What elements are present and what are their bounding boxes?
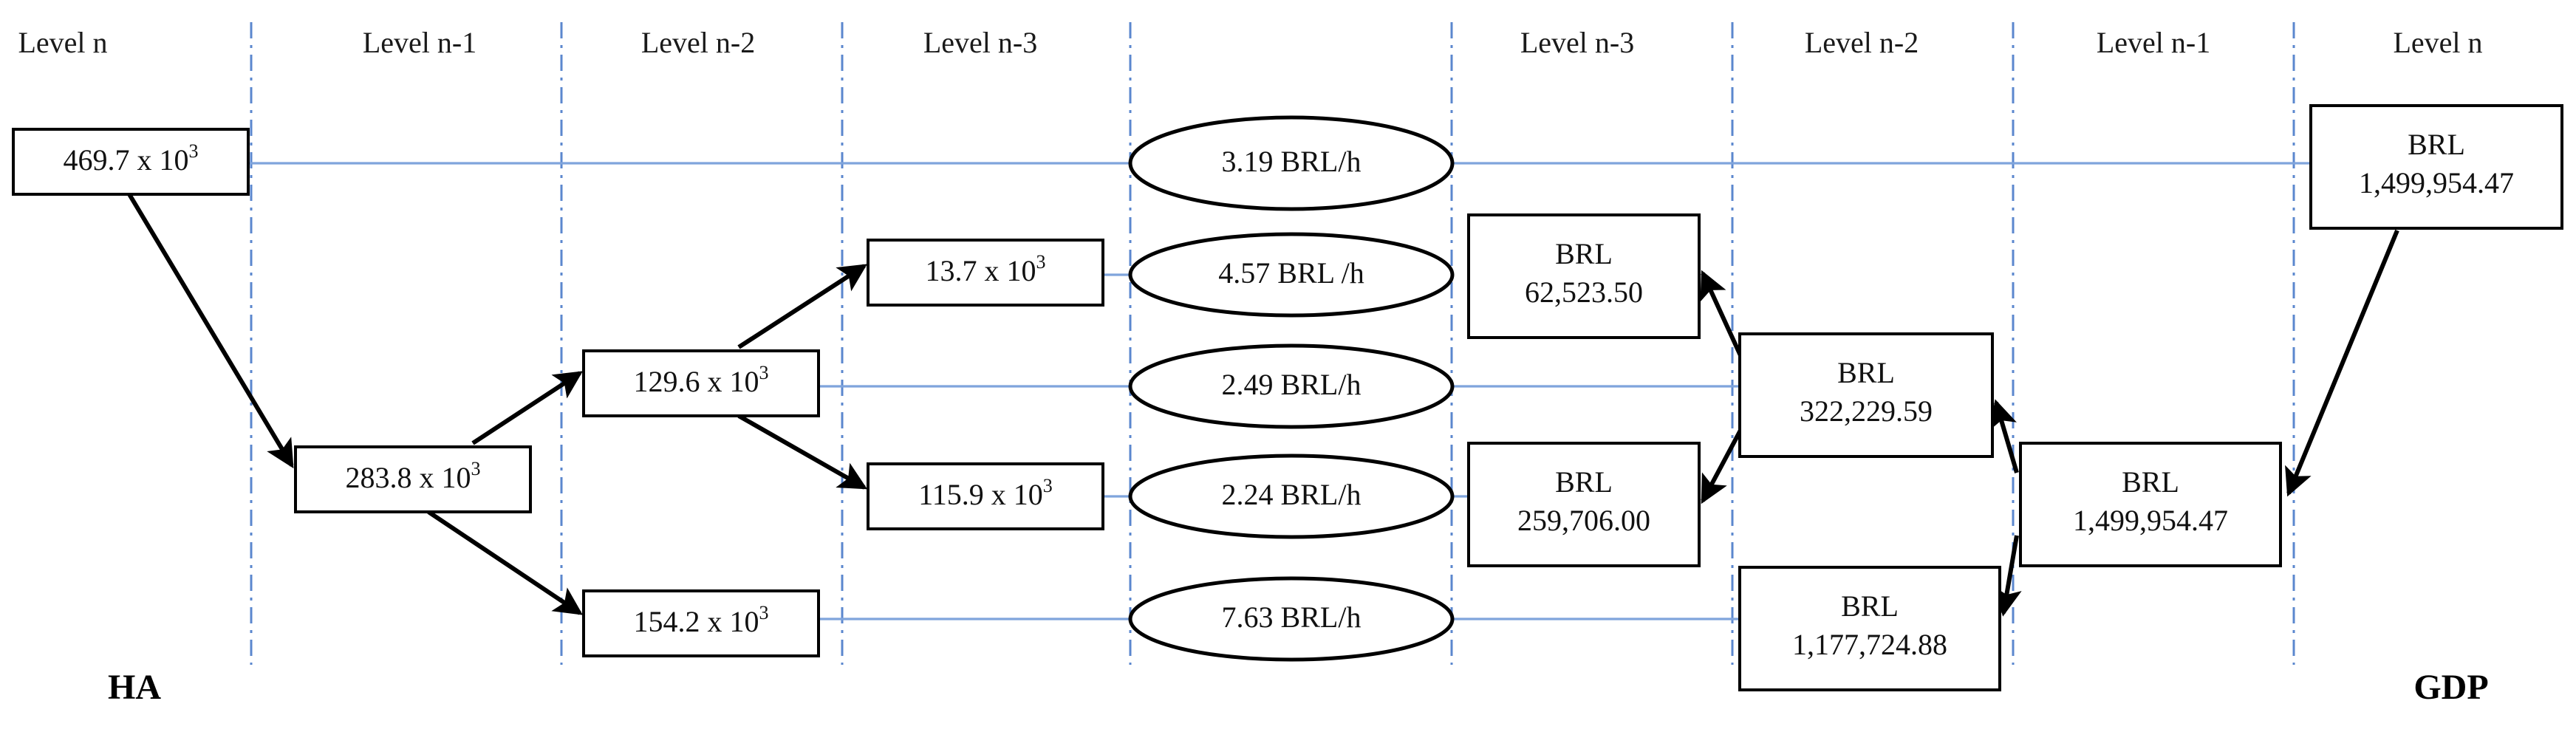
- amount-label-brl-level-n3-b: 259,706.00: [1517, 504, 1650, 537]
- ellipse-shape-rate-1: [1128, 115, 1455, 211]
- rate-label-rate-1: 3.19 BRL/h: [1222, 145, 1362, 178]
- node-box-ha-level-n1: [294, 445, 532, 513]
- amount-label-brl-level-n3-a: 62,523.50: [1525, 276, 1643, 309]
- node-exponent: 3: [1043, 475, 1053, 496]
- node-label-ha-level-n3-c: 154.2 x 103: [634, 602, 769, 638]
- arrow-gdp-to-n1brl: [2285, 229, 2399, 497]
- currency-label-brl-level-n1: BRL: [2122, 465, 2179, 499]
- node-mantissa: 129.6 x 10: [634, 365, 759, 398]
- node-label-ha-level-n2-a: 129.6 x 103: [634, 362, 769, 398]
- rate-node-rate-2: 4.57 BRL /h: [1128, 232, 1455, 318]
- flow-arrows: [127, 193, 2399, 617]
- arrow-n2brl-to-n3a: [1700, 270, 1746, 363]
- ha-endcap-label: HA: [108, 668, 161, 707]
- flow-connector-lines: [248, 162, 2311, 620]
- currency-label-brl-level-n2-b: BRL: [1841, 589, 1899, 623]
- brl-node-group: BRL62,523.50BRL322,229.59BRL259,706.00BR…: [1467, 104, 2563, 691]
- arrow-n2a-to-n3a: [737, 264, 868, 349]
- ha-node-ha-level-n2-a: 129.6 x 103: [582, 349, 820, 417]
- node-box-ha-level-n3-b: [867, 462, 1104, 530]
- arrow-total-to-n1: [127, 193, 294, 469]
- column-header-right-level-n1: Level n-1: [2097, 26, 2210, 59]
- rate-node-rate-1: 3.19 BRL/h: [1128, 115, 1455, 211]
- ha-node-ha-level-n3-c: 154.2 x 103: [582, 589, 820, 657]
- node-label-ha-level-n3-a: 13.7 x 103: [926, 251, 1046, 287]
- node-mantissa: 154.2 x 10: [634, 605, 759, 638]
- arrow-n2brl-to-n3b: [1701, 423, 1746, 504]
- gdp-endcap-label: GDP: [2413, 668, 2488, 707]
- node-exponent: 3: [759, 362, 769, 383]
- brl-node-brl-level-n2-b: BRL 1,177,724.88: [1738, 566, 2001, 691]
- node-exponent: 3: [189, 140, 199, 162]
- column-header-right-level-n3: Level n-3: [1520, 26, 1634, 59]
- ha-node-ha-level-n3-a: 13.7 x 103: [867, 239, 1104, 307]
- arrow-n2a-to-n3b: [737, 414, 868, 490]
- node-box-brl-level-n2-b: [1738, 566, 2001, 691]
- ellipse-shape-rate-3: [1128, 343, 1455, 429]
- ellipse-shape-rate-2: [1128, 232, 1455, 318]
- rate-label-rate-4: 2.24 BRL/h: [1222, 478, 1362, 511]
- node-exponent: 3: [471, 458, 481, 479]
- column-header-row: Level n Level n-1 Level n-2 Level n-3 Level …: [18, 26, 2482, 59]
- brl-node-brl-level-n2-a: BRL 322,229.59: [1738, 332, 1994, 458]
- ha-node-ha-total: 469.7 x 103: [12, 128, 250, 196]
- node-box-brl-level-n2-a: [1738, 332, 1994, 458]
- column-header-right-level-n2: Level n-2: [1805, 26, 1919, 59]
- node-mantissa: 13.7 x 10: [926, 254, 1036, 287]
- arrow-n1-to-n2a: [471, 371, 584, 445]
- rate-node-rate-4: 2.24 BRL/h: [1128, 454, 1455, 539]
- currency-label-brl-level-n3-b: BRL: [1555, 465, 1613, 499]
- brl-node-brl-level-n3-a: BRL 62,523.50: [1467, 213, 1701, 339]
- node-label-ha-level-n1: 283.8 x 103: [346, 458, 481, 494]
- brl-node-brl-gdp-total: BRL 1,499,954.47: [2309, 104, 2563, 230]
- rate-label-rate-2: 4.57 BRL /h: [1218, 256, 1364, 290]
- arrow-n1brl-to-n2a: [1989, 399, 2019, 473]
- node-mantissa: 283.8 x 10: [346, 461, 471, 494]
- rate-node-rate-5: 7.63 BRL/h: [1128, 576, 1455, 662]
- column-header-left-level-n: Level n: [18, 26, 107, 59]
- node-label-ha-total: 469.7 x 103: [64, 140, 199, 177]
- amount-label-brl-level-n2-b: 1,177,724.88: [1792, 628, 1947, 661]
- rate-node-group: 3.19 BRL/h 4.57 BRL /h 2.49 BRL/h 2.24 BRL/…: [1128, 115, 1455, 662]
- node-box-ha-total: [12, 128, 250, 196]
- column-header-left-level-n1: Level n-1: [363, 26, 476, 59]
- currency-label-brl-level-n2-a: BRL: [1837, 356, 1895, 389]
- node-box-ha-level-n3-c: [582, 589, 820, 657]
- node-mantissa: 115.9 x 10: [918, 478, 1043, 511]
- ellipse-shape-rate-4: [1128, 454, 1455, 539]
- currency-label-brl-gdp-total: BRL: [2408, 128, 2465, 161]
- node-exponent: 3: [759, 602, 769, 623]
- node-box-ha-level-n2-a: [582, 349, 820, 417]
- currency-label-brl-level-n3-a: BRL: [1555, 237, 1613, 270]
- ha-node-ha-level-n3-b: 115.9 x 103: [867, 462, 1104, 530]
- amount-label-brl-level-n1: 1,499,954.47: [2073, 504, 2228, 537]
- brl-node-brl-level-n3-b: BRL 259,706.00: [1467, 442, 1701, 567]
- rate-label-rate-3: 2.49 BRL/h: [1222, 368, 1362, 401]
- brl-node-brl-level-n1: BRL 1,499,954.47: [2019, 442, 2282, 567]
- column-header-right-level-n: Level n: [2393, 26, 2482, 59]
- column-header-left-level-n3: Level n-3: [923, 26, 1037, 59]
- rate-node-rate-3: 2.49 BRL/h: [1128, 343, 1455, 429]
- amount-label-brl-level-n2-a: 322,229.59: [1800, 394, 1933, 428]
- node-exponent: 3: [1036, 251, 1046, 273]
- node-box-brl-gdp-total: [2309, 104, 2563, 230]
- node-box-brl-level-n3-b: [1467, 442, 1701, 567]
- arrow-n1-to-n3c: [427, 510, 583, 615]
- rate-label-rate-5: 7.63 BRL/h: [1222, 601, 1362, 634]
- node-label-ha-level-n3-b: 115.9 x 103: [918, 475, 1053, 511]
- arrow-n1brl-to-n2b: [1993, 535, 2022, 617]
- column-header-left-level-n2: Level n-2: [641, 26, 755, 59]
- ellipse-shape-rate-5: [1128, 576, 1455, 662]
- node-mantissa: 469.7 x 10: [64, 143, 189, 177]
- node-box-ha-level-n3-a: [867, 239, 1104, 307]
- amount-label-brl-gdp-total: 1,499,954.47: [2359, 166, 2514, 199]
- ha-node-ha-level-n1: 283.8 x 103: [294, 445, 532, 513]
- node-box-brl-level-n1: [2019, 442, 2282, 567]
- node-box-brl-level-n3-a: [1467, 213, 1701, 339]
